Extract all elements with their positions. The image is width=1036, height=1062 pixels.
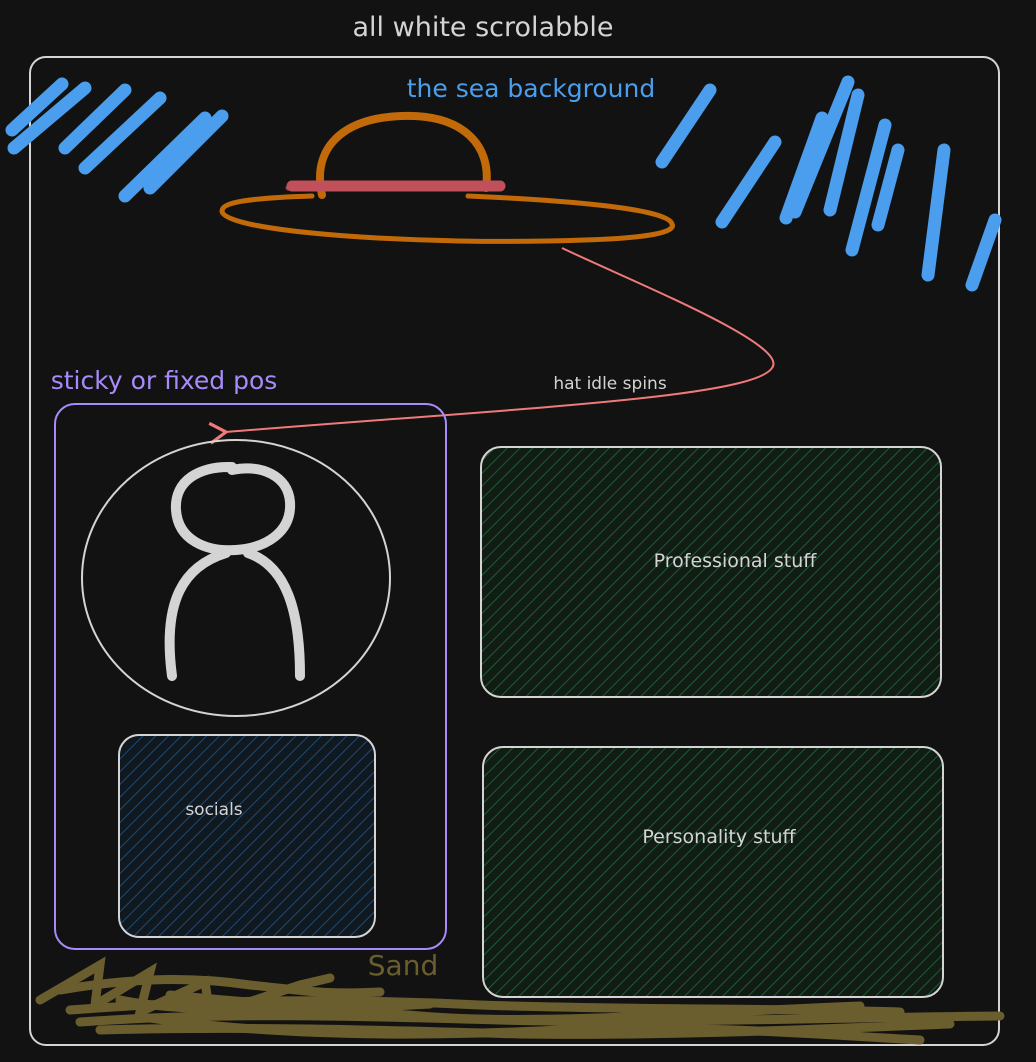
sea-label: the sea background (407, 74, 656, 103)
professional-box[interactable] (480, 446, 942, 698)
hat-to-avatar-arrow (208, 247, 775, 445)
page-title: all white scrolabble (353, 12, 614, 43)
avatar (81, 439, 391, 717)
socials-box[interactable] (118, 734, 376, 938)
person-icon (164, 461, 305, 681)
sea-scribbles-left (5, 77, 229, 203)
sea-scribbles-right (655, 75, 1002, 292)
hat-annotation: hat idle spins (553, 374, 667, 394)
sticky-sidebar (54, 403, 447, 950)
sand-label: Sand (368, 949, 438, 982)
hat-icon (219, 111, 675, 244)
professional-label: Professional stuff (654, 550, 818, 572)
personality-label: Personality stuff (642, 826, 796, 848)
socials-label: socials (185, 800, 242, 820)
sand-scribbles (35, 956, 1005, 1045)
page-frame (29, 56, 1000, 1046)
personality-box[interactable] (482, 746, 944, 998)
sticky-label: sticky or fixed pos (51, 366, 278, 395)
